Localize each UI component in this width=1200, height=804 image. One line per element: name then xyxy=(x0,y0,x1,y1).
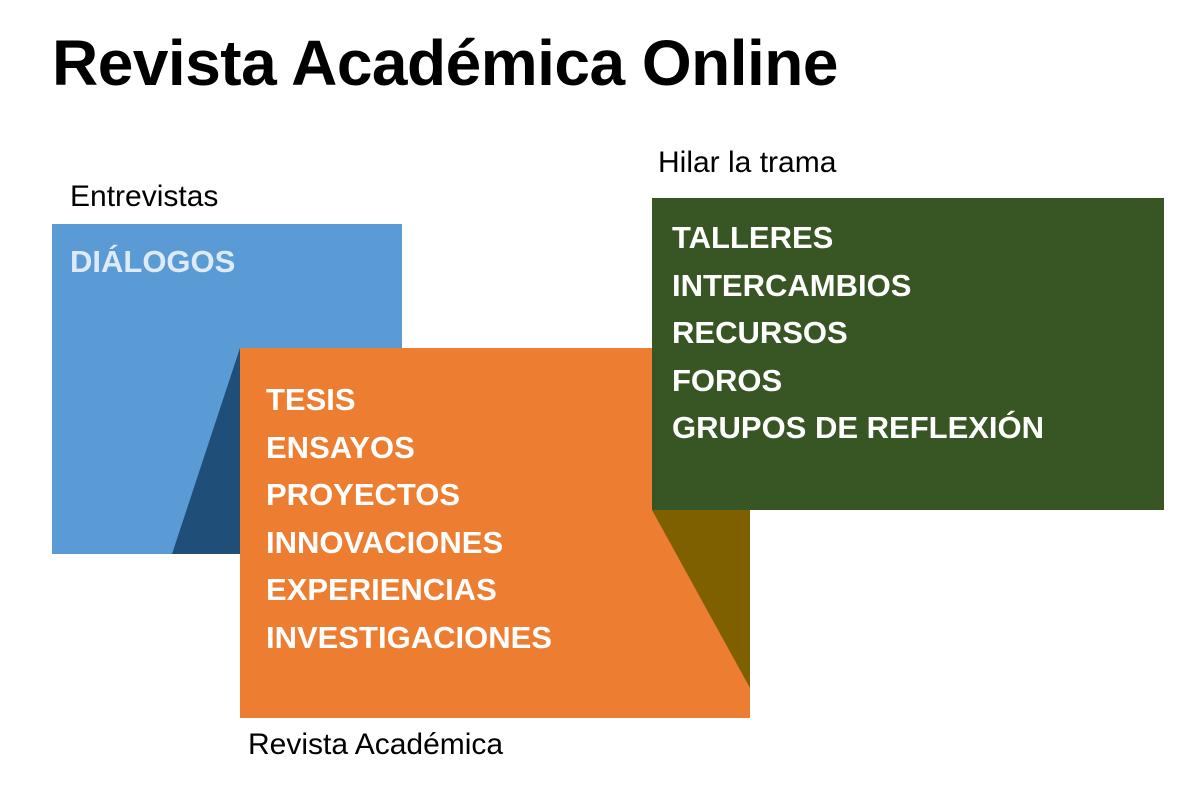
dialogos-caption: Entrevistas xyxy=(70,180,219,213)
hilar-item-intercambios: INTERCAMBIOS xyxy=(672,267,912,303)
page-title: Revista Académica Online xyxy=(52,27,838,99)
revista-item-proyectos: PROYECTOS xyxy=(266,477,461,512)
hilar-box: TALLERES INTERCAMBIOS RECURSOS FOROS GRU… xyxy=(652,198,1164,510)
dialogos-fold-shadow xyxy=(172,348,240,554)
revista-item-investigaciones: INVESTIGACIONES xyxy=(266,619,552,655)
revista-item-experiencias: EXPERIENCIAS xyxy=(266,572,497,607)
hilar-fold-shadow xyxy=(652,510,750,688)
dialogos-item: DIÁLOGOS xyxy=(70,244,236,279)
hilar-item-recursos: RECURSOS xyxy=(672,315,848,350)
hilar-panel xyxy=(652,198,1164,510)
hilar-caption: Hilar la trama xyxy=(658,146,837,179)
revista-box: TESIS ENSAYOS PROYECTOS INNOVACIONES EXP… xyxy=(240,348,750,718)
hilar-item-foros: FOROS xyxy=(672,362,783,398)
revista-caption: Revista Académica xyxy=(248,728,504,761)
hilar-item-talleres: TALLERES xyxy=(672,220,834,255)
dialogos-box: DIÁLOGOS xyxy=(52,224,402,554)
hilar-item-grupos: GRUPOS DE REFLEXIÓN xyxy=(672,410,1045,445)
revista-item-ensayos: ENSAYOS xyxy=(266,429,415,465)
revista-item-tesis: TESIS xyxy=(266,382,356,417)
revista-item-innovaciones: INNOVACIONES xyxy=(266,524,504,560)
